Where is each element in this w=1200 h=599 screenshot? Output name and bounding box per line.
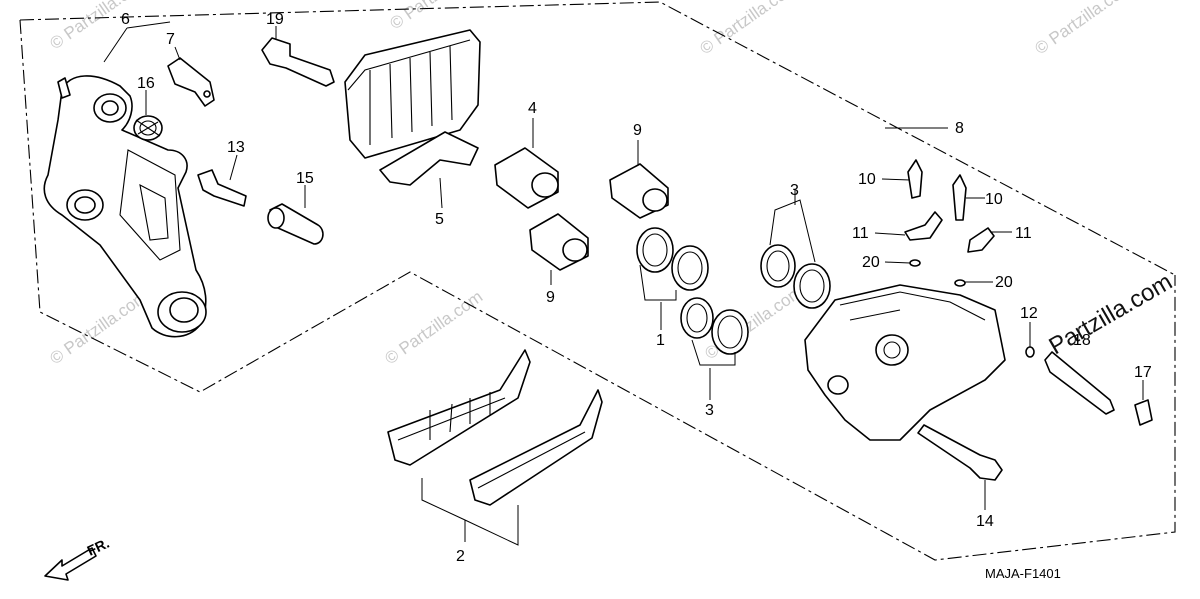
callout-16: 16 — [137, 75, 155, 92]
diagram-code: MAJA-F1401 — [985, 566, 1061, 581]
bolt — [261, 37, 335, 87]
pad-spring — [379, 131, 479, 186]
brake-pads — [387, 349, 603, 506]
assembly-outline — [19, 1, 1176, 561]
caliper-body-upper — [344, 29, 481, 159]
watermark: © Partzilla.com — [46, 287, 151, 368]
callout-17: 17 — [1134, 364, 1152, 381]
callout-19: 19 — [266, 11, 284, 28]
callout-1: 1 — [656, 332, 665, 349]
caliper-bracket — [43, 75, 207, 338]
callout-20: 20 — [995, 274, 1013, 291]
slide-pin — [197, 169, 247, 207]
piston-seals — [636, 227, 831, 355]
callout-labels: 6 7 16 13 15 19 5 4 9 9 1 3 3 8 10 10 11… — [121, 11, 1152, 565]
callout-9: 9 — [546, 289, 555, 306]
bleeders — [904, 159, 995, 287]
callout-18: 18 — [1073, 332, 1091, 349]
callout-8: 8 — [955, 120, 964, 137]
callout-3: 3 — [705, 402, 714, 419]
sleeves — [494, 147, 669, 271]
bolts-right — [917, 346, 1153, 481]
callout-9: 9 — [633, 122, 642, 139]
watermark: © Partzilla.com — [386, 0, 491, 33]
watermark: © Partzilla.com — [1031, 0, 1136, 58]
front-direction-arrow: FR. — [44, 535, 112, 581]
callout-6: 6 — [121, 11, 130, 28]
caliper-body — [804, 284, 1006, 441]
callout-13: 13 — [227, 139, 245, 156]
callout-4: 4 — [528, 100, 537, 117]
pad-clip — [167, 57, 215, 107]
callout-14: 14 — [976, 513, 994, 530]
callout-12: 12 — [1020, 305, 1038, 322]
leader-lines — [103, 21, 1144, 546]
callout-10: 10 — [985, 191, 1003, 208]
watermark-large: Partzilla.com — [1045, 268, 1177, 360]
slide-pin-boot — [133, 115, 163, 141]
callout-7: 7 — [166, 31, 175, 48]
callout-11: 11 — [1015, 225, 1032, 242]
callout-2: 2 — [456, 548, 465, 565]
callout-3: 3 — [790, 182, 799, 199]
watermark: © Partzilla.com — [381, 287, 486, 368]
callout-10: 10 — [858, 171, 876, 188]
bushing — [267, 203, 324, 245]
callout-11: 11 — [852, 225, 869, 242]
direction-label: FR. — [85, 535, 112, 559]
callout-5: 5 — [435, 211, 444, 228]
callout-20: 20 — [862, 254, 880, 271]
watermark: © Partzilla.com — [696, 0, 801, 58]
callout-15: 15 — [296, 170, 314, 187]
